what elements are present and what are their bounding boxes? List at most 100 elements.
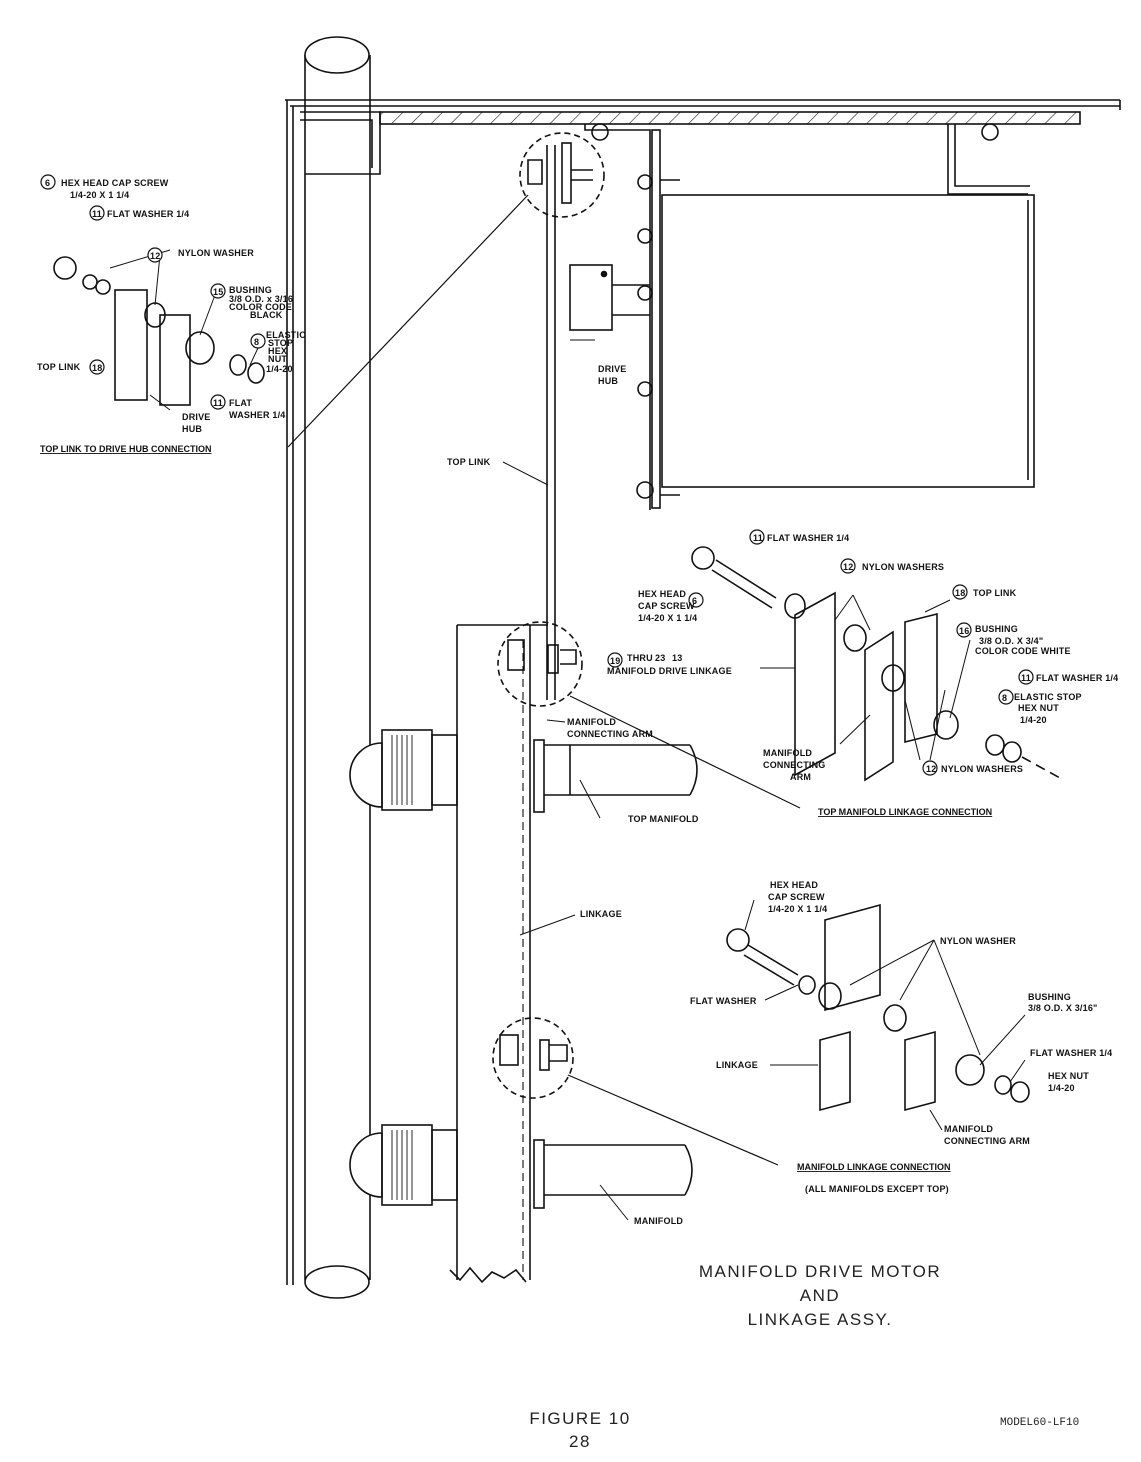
manifold-connecting-arm-line1: MANIFOLD: [567, 717, 616, 727]
drive-label: DRIVE: [182, 412, 211, 422]
top-link-detail-caption: TOP LINK TO DRIVE HUB CONNECTION: [40, 444, 212, 454]
manifold-label: MANIFOLD: [634, 1216, 683, 1226]
manifold-detail-parts: [726, 903, 1030, 1112]
linkage-label: LINKAGE: [716, 1060, 758, 1070]
flat-washer-label: FLAT WASHER 1/4: [1036, 673, 1118, 683]
nut-label: NUT: [268, 354, 287, 364]
manifold: [349, 1124, 693, 1209]
bushing-size: 3/8 O.D. x 3/16: [229, 294, 293, 304]
manifold-label: MANIFOLD: [763, 748, 812, 758]
manifold-connecting-arm-line2: CONNECTING ARM: [567, 729, 653, 739]
manifold-connection-circle: [492, 1017, 779, 1166]
flat-label: FLAT: [229, 398, 252, 408]
item-number: 11: [92, 209, 102, 219]
hub-label: HUB: [182, 424, 202, 434]
item-number: 18: [955, 588, 965, 598]
manifold-detail: HEX HEAD CAP SCREW 1/4-20 X 1 1/4 NYLON …: [690, 880, 1112, 1194]
top-manifold-label: TOP MANIFOLD: [628, 814, 699, 824]
drive-motor: [584, 123, 1035, 510]
top-link-label: TOP LINK: [973, 588, 1017, 598]
flat-washer-label: FLAT WASHER 1/4: [767, 533, 849, 543]
item-number: 18: [92, 363, 102, 373]
nylon-washer-label: NYLON WASHER: [940, 936, 1016, 946]
bushing-color-code: COLOR CODE: [229, 302, 292, 312]
item-number: 16: [959, 626, 969, 636]
nylon-washers-label: NYLON WASHERS: [862, 562, 944, 572]
item-number: 19: [610, 656, 620, 666]
item-number: 15: [213, 287, 223, 297]
top-link-callout: TOP LINK: [447, 457, 491, 467]
drawing-title-line2: AND: [799, 1286, 841, 1305]
hex-nut-label: HEX NUT: [1018, 703, 1059, 713]
flat-washer-label: FLAT WASHER: [690, 996, 757, 1006]
bushing-label: BUSHING: [1028, 992, 1071, 1002]
top-link-label: TOP LINK: [37, 362, 81, 372]
cap-screw-size: 1/4-20 X 1 1/4: [768, 904, 827, 914]
range-number: 13: [672, 653, 682, 663]
top-link-detail: 6 HEX HEAD CAP SCREW 1/4-20 X 1 1/4 11 F…: [37, 178, 306, 454]
drive-hub-label-line2: HUB: [598, 376, 618, 386]
connecting-label: CONNECTING: [763, 760, 826, 770]
hex-head-label: HEX HEAD: [770, 880, 818, 890]
drive-hub: [569, 264, 650, 331]
item-number: 8: [1002, 693, 1007, 703]
callout-bubbles: [40, 174, 1034, 776]
bushing-size: 3/8 O.D. X 3/16": [1028, 1003, 1098, 1013]
drawing-title-line3: LINKAGE ASSY.: [747, 1310, 893, 1329]
manifold-detail-caption: MANIFOLD LINKAGE CONNECTION: [797, 1162, 951, 1172]
item-number: 12: [926, 764, 936, 774]
top-manifold-connection-circle: [497, 621, 801, 809]
stop-label: STOP: [268, 338, 293, 348]
manifold-label: MANIFOLD: [944, 1124, 993, 1134]
bushing-color-code: COLOR CODE WHITE: [975, 646, 1071, 656]
hex-nut-size: 1/4-20: [1020, 715, 1047, 725]
bushing-size: 3/8 O.D. X 3/4": [979, 636, 1043, 646]
vertical-pipe: [304, 36, 371, 1299]
flat-washer-label: FLAT WASHER 1/4: [1030, 1048, 1112, 1058]
bushing-label: BUSHING: [975, 624, 1018, 634]
drawing-code: MODEL60-LF10: [1000, 1417, 1080, 1429]
flat-washer-label: FLAT WASHER 1/4: [107, 209, 189, 219]
item-number: 12: [150, 251, 160, 261]
bushing-label: BUSHING: [229, 285, 272, 295]
bushing-color: BLACK: [250, 310, 283, 320]
item-number: 6: [45, 178, 50, 188]
range-number: 23: [655, 653, 665, 663]
item-number: 11: [213, 398, 223, 408]
page-number: 28: [569, 1432, 591, 1451]
nut-size: 1/4-20: [266, 364, 293, 374]
elastic-label: ELASTIC: [266, 330, 306, 340]
item-number: 11: [1021, 673, 1031, 683]
item-number: 11: [753, 533, 763, 543]
manifold-detail-subcaption: (ALL MANIFOLDS EXCEPT TOP): [805, 1184, 949, 1194]
cap-screw-size: 1/4-20 X 1 1/4: [638, 613, 697, 623]
thru-label: THRU: [627, 653, 653, 663]
top-manifold-detail-parts: [691, 546, 1061, 782]
linkage-label: LINKAGE: [580, 909, 622, 919]
nylon-washer-label: NYLON WASHER: [178, 248, 254, 258]
cap-screw-size: 1/4-20 X 1 1/4: [70, 190, 129, 200]
washer-size: WASHER 1/4: [229, 410, 286, 420]
cap-screw-label: CAP SCREW: [768, 892, 825, 902]
hex-nut-size: 1/4-20: [1048, 1083, 1075, 1093]
hex-head-label: HEX HEAD: [638, 589, 686, 599]
cap-screw-label: CAP SCREW: [638, 601, 695, 611]
top-manifold-detail-caption: TOP MANIFOLD LINKAGE CONNECTION: [818, 807, 992, 817]
hex-nut-label: HEX NUT: [1048, 1071, 1089, 1081]
hex-label: HEX: [268, 346, 287, 356]
figure-label: FIGURE 10: [529, 1409, 631, 1428]
top-manifold-detail: 11 FLAT WASHER 1/4 12 NYLON WASHERS HEX …: [607, 533, 1118, 817]
top-link: [287, 132, 605, 700]
hex-head-cap-screw-label: HEX HEAD CAP SCREW: [61, 178, 169, 188]
connecting-arm-label: CONNECTING ARM: [944, 1136, 1030, 1146]
manifold-drive-linkage-label: MANIFOLD DRIVE LINKAGE: [607, 666, 732, 676]
drive-hub-label-line1: DRIVE: [598, 364, 627, 374]
item-number: 8: [254, 337, 259, 347]
item-number: 12: [843, 562, 853, 572]
item-number: 6: [692, 596, 697, 606]
drawing-title-line1: MANIFOLD DRIVE MOTOR: [698, 1262, 942, 1281]
arm-label: ARM: [790, 772, 811, 782]
elastic-stop-label: ELASTIC STOP: [1014, 692, 1082, 702]
